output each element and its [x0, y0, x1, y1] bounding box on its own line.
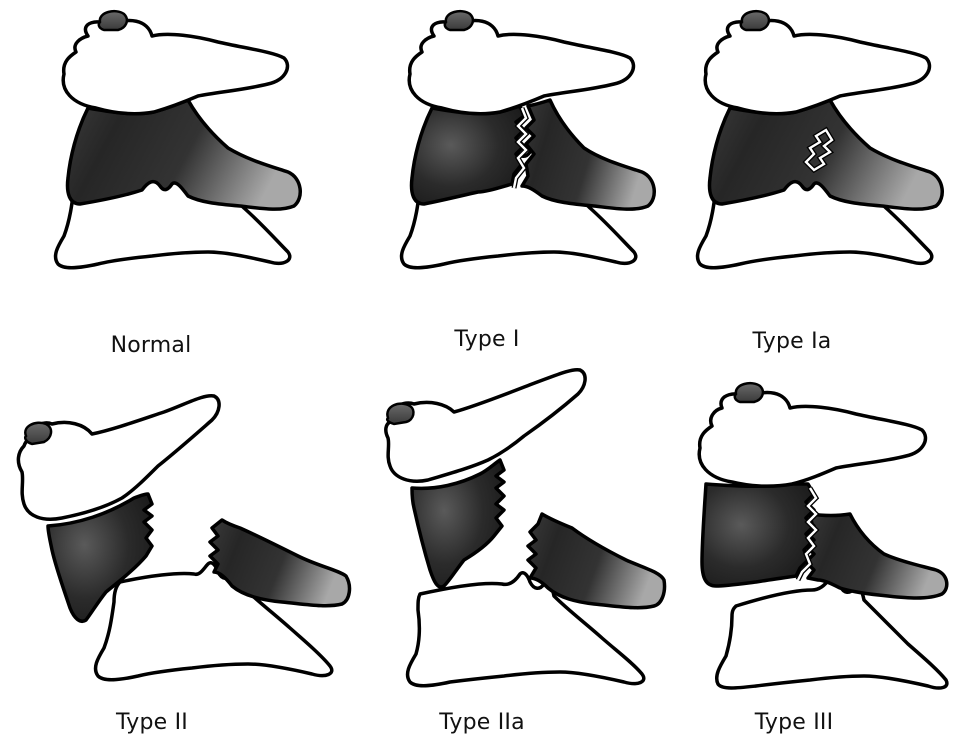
panel-type-iia: [376, 360, 666, 690]
caption-type-iii: Type III: [755, 710, 834, 735]
caption-type-ii: Type II: [116, 710, 188, 735]
type-iii-vertebra-illustration: [692, 374, 952, 690]
caption-normal: Normal: [111, 333, 192, 358]
tubercle: [741, 11, 769, 30]
panel-type-iii: [692, 374, 952, 690]
caption-type-ia: Type Ia: [753, 329, 832, 354]
normal-vertebra-illustration: [48, 8, 308, 308]
pars-posterior-fragment: [522, 100, 654, 209]
tubercle: [25, 423, 51, 444]
upper-vertebra: [705, 21, 929, 114]
panel-type-ia: [690, 8, 952, 308]
tubercle: [387, 404, 413, 424]
panel-type-ii: [8, 390, 353, 690]
upper-vertebra: [409, 21, 633, 114]
upper-vertebra: [386, 370, 585, 482]
tubercle: [445, 11, 473, 30]
type-iia-vertebra-illustration: [376, 360, 666, 690]
type-i-vertebra-illustration: [388, 8, 660, 308]
caption-type-iia: Type IIa: [439, 710, 525, 735]
panel-type-i: [388, 8, 660, 308]
upper-vertebra: [63, 21, 287, 114]
upper-vertebra: [699, 393, 925, 487]
type-ii-vertebra-illustration: [8, 390, 353, 690]
upper-vertebra: [18, 396, 219, 519]
panel-normal: [48, 8, 308, 308]
type-ia-vertebra-illustration: [690, 8, 952, 308]
tubercle: [735, 383, 763, 402]
tubercle: [99, 11, 127, 30]
caption-type-i: Type I: [454, 327, 519, 352]
pars-interarticularis: [68, 100, 301, 209]
pars-anterior-fragment: [702, 484, 814, 586]
